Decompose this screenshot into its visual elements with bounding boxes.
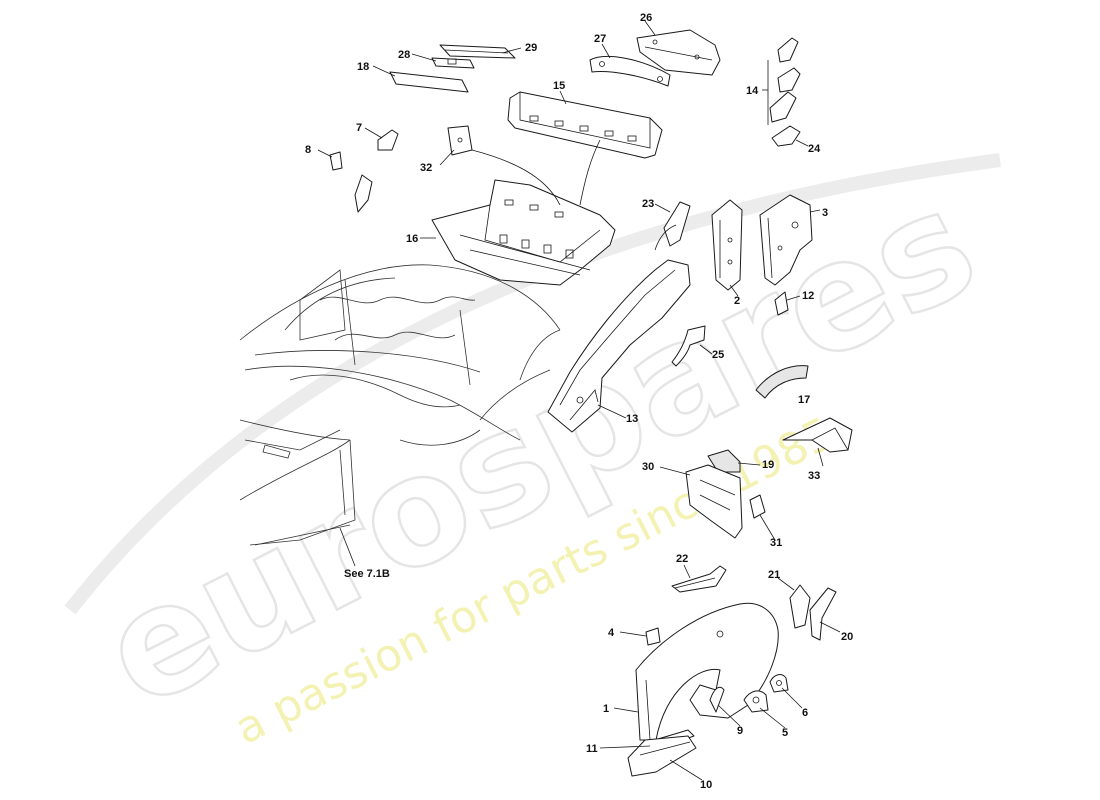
part-13: [547, 259, 691, 433]
part-32: [447, 125, 473, 156]
callout-11: 11: [586, 743, 598, 755]
part-4: [645, 627, 661, 646]
callout-14: 14: [746, 85, 759, 97]
callout-20: 20: [841, 631, 853, 643]
part-24: [771, 125, 801, 147]
part-9: [709, 686, 725, 713]
part-23: [654, 201, 691, 251]
callout-13: 13: [626, 413, 638, 425]
callout-2: 2: [734, 295, 740, 307]
part-33: [782, 417, 853, 453]
part-18: [389, 71, 469, 93]
callout-10: 10: [700, 779, 712, 791]
part-25: [671, 325, 706, 367]
callout-labels: 26 27 29 28 18 15 14 7 24 8 32 23 3 16 1…: [305, 12, 853, 791]
callout-12: 12: [802, 290, 814, 302]
callout-17: 17: [798, 394, 810, 406]
callout-31: 31: [770, 537, 782, 549]
part-26: [636, 29, 721, 76]
see-7-1b-reference: See 7.1B: [344, 568, 390, 580]
watermark-swoosh: [64, 153, 1001, 615]
callout-26: 26: [640, 12, 652, 24]
part-28: [431, 57, 475, 69]
part-1: [635, 602, 779, 741]
callout-33: 33: [808, 470, 820, 482]
callout-4: 4: [608, 627, 615, 639]
part-6: [769, 674, 789, 693]
callout-25: 25: [712, 349, 724, 361]
part-31: [749, 494, 766, 519]
part-22: [671, 565, 727, 593]
bracket-left-small: [354, 174, 373, 213]
part-14: [767, 37, 801, 125]
part-29: [439, 44, 516, 59]
part-7: [377, 129, 399, 151]
callout-23: 23: [642, 198, 654, 210]
part-5: [743, 690, 769, 713]
part-20: [809, 587, 837, 641]
callout-22: 22: [676, 553, 688, 565]
callout-27: 27: [594, 33, 606, 45]
part-8: [329, 151, 343, 171]
part-12: [774, 291, 789, 316]
callout-24: 24: [808, 143, 821, 155]
callout-3: 3: [822, 207, 828, 219]
callout-6: 6: [802, 707, 808, 719]
callout-16: 16: [406, 233, 418, 245]
callout-19: 19: [762, 459, 774, 471]
callout-15: 15: [553, 80, 565, 92]
callout-7: 7: [356, 122, 362, 134]
callout-30: 30: [642, 461, 654, 473]
part-16: [431, 179, 616, 286]
callout-21: 21: [768, 569, 780, 581]
callout-5: 5: [782, 727, 788, 739]
part-2: [711, 199, 743, 291]
callout-18: 18: [357, 61, 369, 73]
part-15: [507, 91, 663, 159]
leader-lines: [317, 20, 841, 781]
part-21: [789, 584, 811, 629]
callout-1: 1: [603, 703, 609, 715]
part-3: [759, 194, 813, 286]
callout-9: 9: [737, 725, 743, 737]
callout-28: 28: [398, 49, 410, 61]
vehicle-body-outline: [239, 264, 561, 546]
part-30: [685, 464, 743, 539]
part-17: [755, 365, 809, 399]
callout-29: 29: [525, 42, 537, 54]
callout-8: 8: [305, 144, 311, 156]
callout-32: 32: [420, 162, 432, 174]
